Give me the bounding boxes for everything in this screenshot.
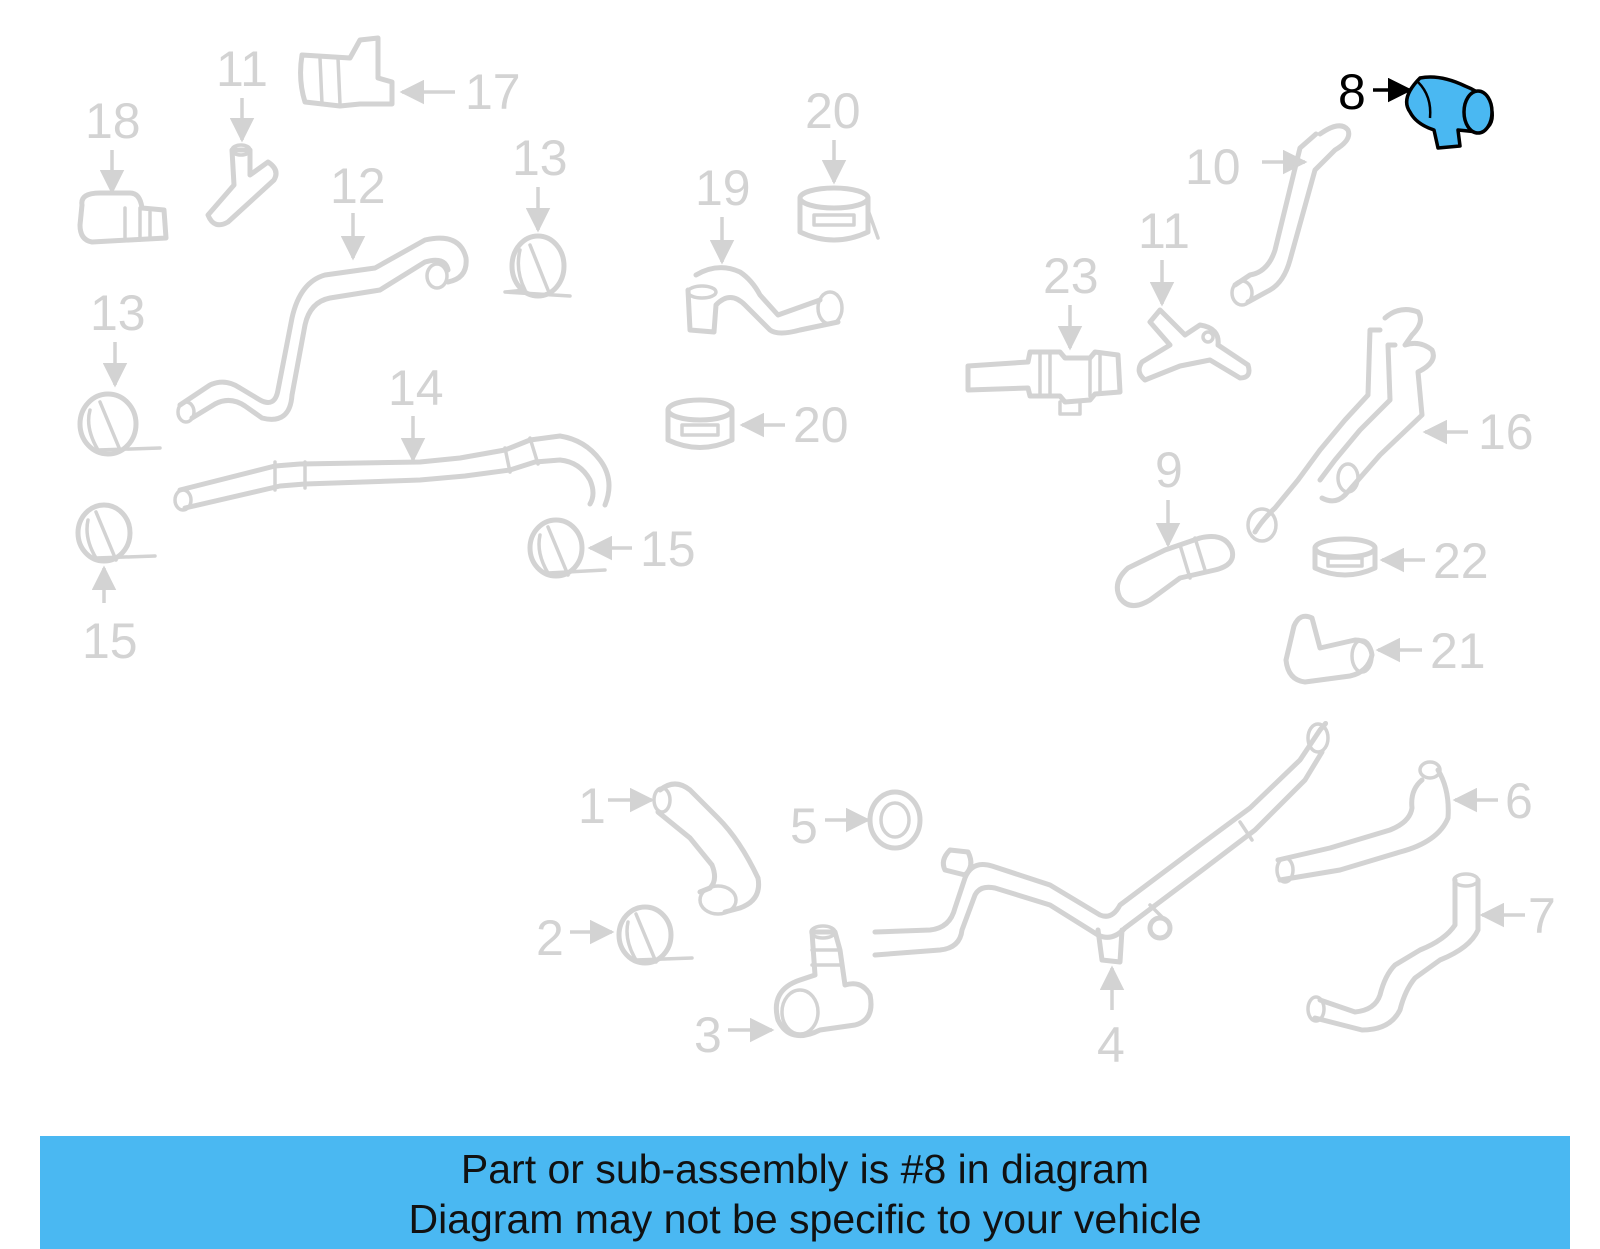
part-21-hose <box>1283 613 1375 685</box>
callout-21[interactable]: 21 <box>1430 623 1486 679</box>
callout-22[interactable]: 22 <box>1433 533 1489 589</box>
callout-11-right[interactable]: 11 <box>1138 203 1190 259</box>
part-5-oring <box>867 789 923 851</box>
callout-12[interactable]: 12 <box>330 158 386 214</box>
part-22-clamp <box>1312 536 1378 578</box>
part-8-end <box>1462 89 1494 135</box>
banner-line-1: Part or sub-assembly is #8 in diagram <box>460 1146 1150 1192</box>
part-18-sensor <box>77 190 169 245</box>
part-14-hose <box>173 433 612 512</box>
callout-5[interactable]: 5 <box>790 798 818 854</box>
banner-line-2: Diagram may not be specific to your vehi… <box>408 1196 1202 1242</box>
part-11-tee-right <box>1136 307 1252 383</box>
callout-15-mid[interactable]: 15 <box>640 521 696 577</box>
callout-13-top[interactable]: 13 <box>512 130 568 186</box>
part-19-hose <box>685 265 844 336</box>
part-12-hose <box>176 235 469 424</box>
callout-19[interactable]: 19 <box>695 160 751 216</box>
callout-11-left[interactable]: 11 <box>216 41 268 97</box>
part-8-connector[interactable] <box>1404 75 1494 150</box>
callout-7[interactable]: 7 <box>1528 888 1556 944</box>
part-9-hose <box>1114 534 1236 608</box>
part-17-sensor <box>298 35 395 109</box>
part-20-clamp-mid <box>665 397 735 450</box>
callout-2[interactable]: 2 <box>536 910 564 966</box>
callout-20-mid[interactable]: 20 <box>793 397 849 453</box>
info-banner: Part or sub-assembly is #8 in diagram Di… <box>40 1136 1570 1249</box>
callout-4[interactable]: 4 <box>1097 1017 1125 1073</box>
part-3-fitting <box>773 924 874 1039</box>
callout-14[interactable]: 14 <box>388 360 444 416</box>
callout-10[interactable]: 10 <box>1185 139 1241 195</box>
callout-8[interactable]: 8 <box>1338 64 1366 120</box>
callout-6[interactable]: 6 <box>1505 773 1533 829</box>
callout-13-left[interactable]: 13 <box>90 285 146 341</box>
part-6-hose <box>1275 760 1451 884</box>
callout-23[interactable]: 23 <box>1043 248 1099 304</box>
part-23-valve <box>965 349 1123 416</box>
callout-1[interactable]: 1 <box>578 778 606 834</box>
part-8-seam <box>1417 81 1432 119</box>
part-13-clamp-left <box>77 391 162 457</box>
part-20-clamp-top <box>797 185 880 243</box>
callout-16[interactable]: 16 <box>1478 404 1534 460</box>
part-11-tee-left <box>205 143 279 228</box>
callout-17[interactable]: 17 <box>465 64 521 120</box>
part-10-hose <box>1230 123 1352 307</box>
part-16-hose <box>1246 307 1436 543</box>
part-2-clamp <box>616 904 694 966</box>
callout-9[interactable]: 9 <box>1155 442 1183 498</box>
callout-15-left[interactable]: 15 <box>82 613 138 669</box>
callout-18[interactable]: 18 <box>85 93 141 149</box>
part-1-hose <box>652 781 762 916</box>
part-15-clamp-left <box>75 502 157 564</box>
part-13-clamp-top <box>503 233 572 299</box>
callout-3[interactable]: 3 <box>694 1007 722 1063</box>
part-4-pipe <box>872 721 1330 965</box>
part-15-clamp-mid <box>527 517 607 579</box>
callout-20-top[interactable]: 20 <box>805 83 861 139</box>
part-7-hose <box>1306 872 1481 1033</box>
